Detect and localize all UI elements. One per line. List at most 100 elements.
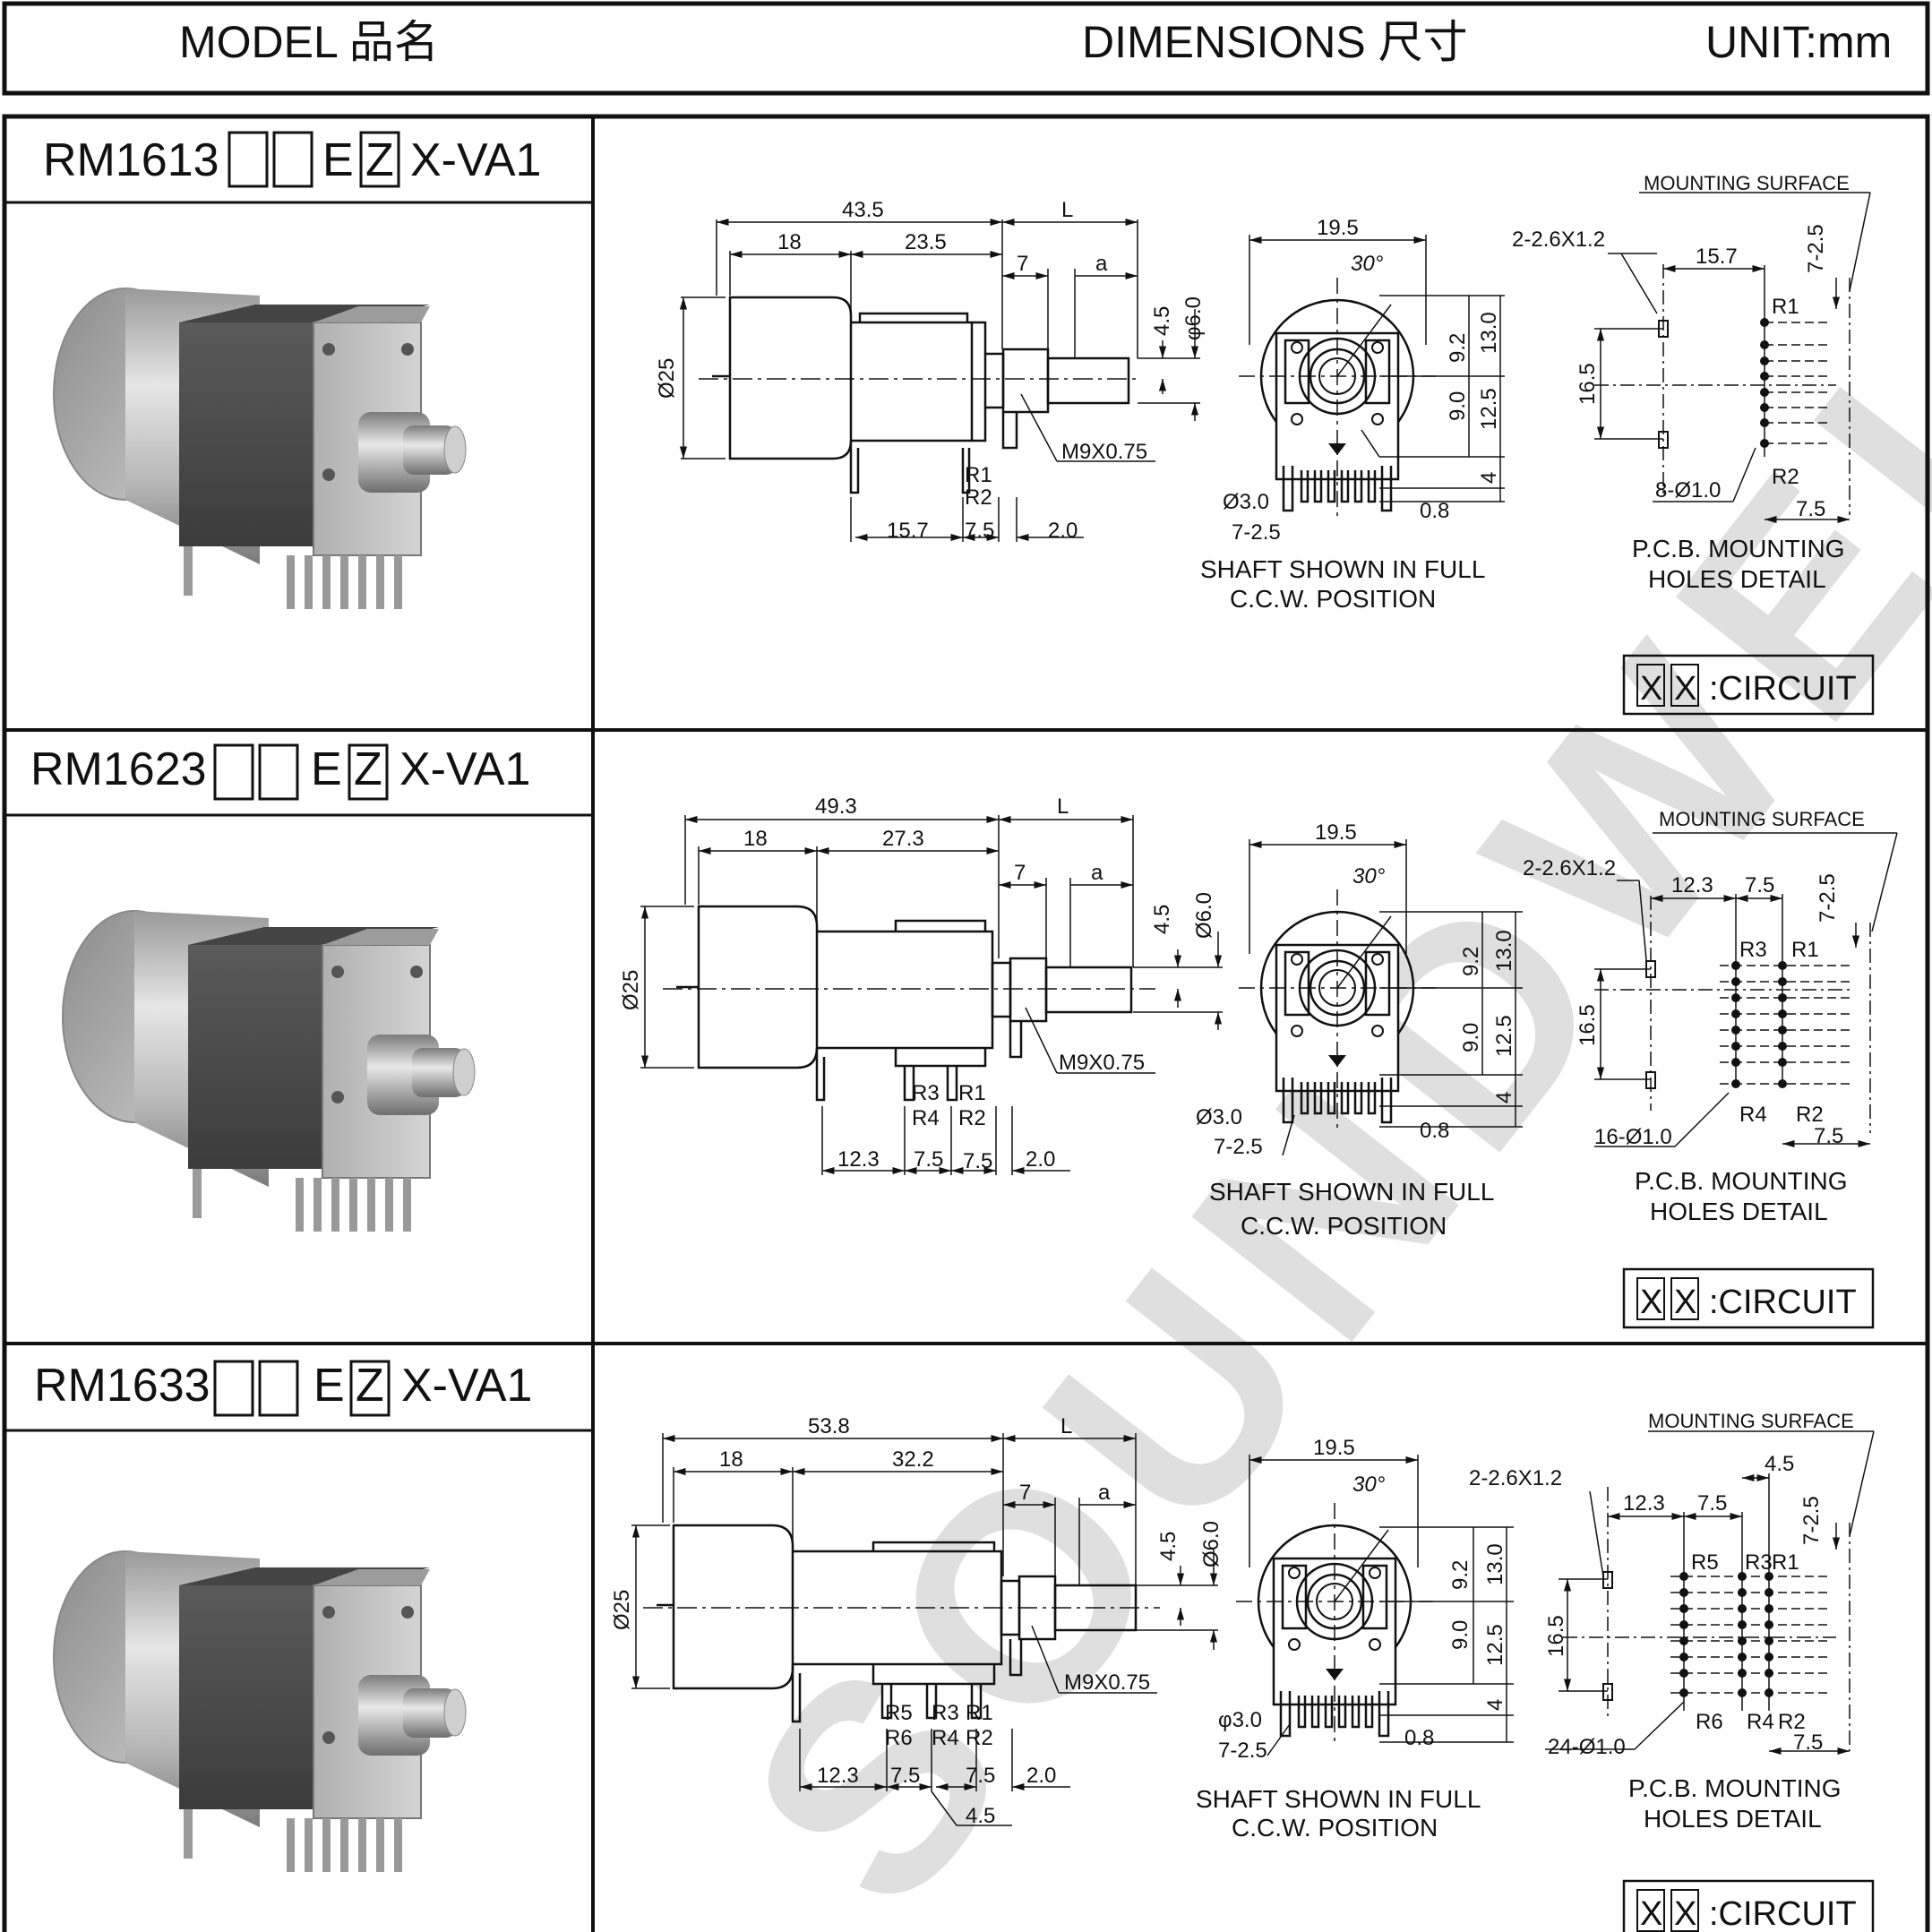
section-rm1633: RM1633 E Z X-VA1 (34, 1360, 1875, 1932)
dim-pin-end: 2.0 (1026, 1764, 1056, 1788)
model-placeholder-box (228, 131, 269, 188)
model-z-box (348, 743, 389, 801)
dim-thread: M9X0.75 (1059, 1051, 1145, 1075)
model-z-box (359, 131, 400, 188)
dim-overall: 49.3 (815, 794, 857, 819)
dim-h1: 9.2 (1448, 1560, 1473, 1590)
circuit-legend: X X :CIRCUIT (1622, 1879, 1875, 1932)
header-model-label: MODEL 品名 (179, 17, 439, 67)
dim-h4: 12.5 (1483, 1624, 1507, 1666)
dim-h4: 12.5 (1477, 388, 1501, 430)
pcb-holes: 16-Ø1.0 (1594, 1125, 1672, 1149)
pcb-top-dim: 4.5 (1765, 1452, 1794, 1476)
pcb-height: 16.5 (1576, 363, 1600, 405)
model-suffix: X-VA1 (410, 134, 541, 186)
front-caption-line1: SHAFT SHOWN IN FULL (1209, 1178, 1494, 1206)
dim-flat-depth: 4.5 (1150, 905, 1174, 934)
model-placeholder-box (272, 131, 313, 188)
dim-body: 18 (777, 230, 802, 254)
pcb-bottom-label: R4 (1747, 1710, 1774, 1734)
pcb-pitch: 7-2.5 (1799, 1496, 1824, 1545)
dim-hole: Ø3.0 (1196, 1105, 1242, 1129)
pcb-holes: 8-Ø1.0 (1655, 478, 1721, 502)
terminal-label: R2 (966, 1726, 993, 1750)
pcb-detail: MOUNTING SURFACE 4.5 2-2.6X1.2 12.3 7.5 … (1469, 1410, 1875, 1833)
circuit-box-2: X (1674, 1895, 1696, 1932)
model-placeholder-box (258, 1360, 299, 1417)
dim-shaft-dia: Ø6.0 (1199, 1521, 1224, 1567)
dim-pin-pitch: 7.5 (890, 1764, 920, 1788)
dim-angle: 30° (1352, 864, 1386, 889)
dim-front-width: 19.5 (1317, 216, 1359, 240)
pcb-spacing-2: 7.5 (1697, 1491, 1727, 1516)
terminal-label: R2 (958, 1106, 986, 1130)
dim-pitch: 7-2.5 (1214, 1135, 1263, 1159)
pcb-slots: 2-2.6X1.2 (1512, 228, 1605, 252)
pcb-mount-surface: MOUNTING SURFACE (1648, 1410, 1854, 1432)
model-boxed-letter: Z (365, 134, 394, 186)
dim-shaft-dia: φ6.0 (1181, 296, 1206, 340)
model-suffix: X-VA1 (401, 1360, 532, 1412)
dim-shaft-length: L (1061, 198, 1073, 222)
dim-pin-pitch: 7.5 (966, 1764, 995, 1788)
dim-h1: 9.2 (1459, 947, 1483, 976)
circuit-label: :CIRCUIT (1709, 1284, 1857, 1321)
pcb-top-label: R3 (1745, 1550, 1773, 1575)
model-placeholder-box (213, 1360, 254, 1417)
dim-body-dia: Ø25 (655, 358, 679, 399)
terminal-label: R3 (912, 1081, 940, 1105)
dim-bracket: 32.2 (892, 1447, 934, 1472)
circuit-legend: X X :CIRCUIT (1622, 1267, 1875, 1329)
pcb-top-label: R5 (1691, 1550, 1719, 1575)
dim-angle: 30° (1351, 252, 1384, 276)
pcb-top-label: R1 (1772, 295, 1799, 319)
pcb-col-spacing: 7.5 (1793, 1730, 1823, 1755)
side-view (676, 905, 1133, 1102)
front-caption-line2: C.C.W. POSITION (1232, 1814, 1438, 1842)
side-view (657, 1524, 1138, 1723)
dim-bush: 7 (1017, 252, 1028, 276)
dim-pin-offset: 12.3 (817, 1764, 859, 1788)
model-prefix: RM1613 (43, 134, 219, 186)
terminal-label: R4 (912, 1106, 940, 1130)
dim-thread: M9X0.75 (1061, 440, 1147, 464)
pcb-height: 16.5 (1576, 1004, 1600, 1046)
header-unit-label: UNIT:mm (1705, 17, 1892, 67)
pcb-col-spacing: 7.5 (1796, 497, 1825, 521)
model-placeholder-box (258, 743, 299, 801)
dim-h2: 13.0 (1492, 930, 1516, 972)
pcb-spacing: 12.3 (1671, 873, 1713, 897)
dim-pin: 0.8 (1420, 499, 1449, 523)
dim-shaft-length: L (1057, 794, 1069, 819)
pcb-caption-line1: P.C.B. MOUNTING (1635, 1167, 1848, 1195)
circuit-label: :CIRCUIT (1709, 670, 1857, 708)
pcb-height: 16.5 (1544, 1615, 1568, 1657)
dim-flat: a (1095, 252, 1108, 276)
model-prefix: RM1633 (34, 1360, 210, 1412)
dim-flat-depth: 4.5 (1156, 1532, 1181, 1561)
table-frame (2, 114, 1930, 1932)
header-frame (2, 1, 1930, 96)
product-photo (53, 1550, 467, 1873)
model-mid: E (311, 743, 342, 795)
pcb-caption-line1: P.C.B. MOUNTING (1628, 1774, 1842, 1802)
dim-flat: a (1091, 861, 1103, 885)
dim-overall: 53.8 (808, 1414, 850, 1438)
model-mid: E (313, 1360, 345, 1412)
dim-flat-depth: 4.5 (1150, 306, 1174, 336)
model-boxed-letter: Z (356, 1360, 384, 1412)
pcb-bottom-label: R2 (1796, 1103, 1824, 1127)
model-boxed-letter: Z (354, 743, 382, 795)
dim-h5: 4 (1483, 1699, 1507, 1711)
dim-angle: 30° (1352, 1473, 1386, 1497)
section-rm1613: RM1613 E Z X-VA1 (43, 131, 1875, 716)
model-z-box (349, 1360, 391, 1417)
dim-h3: 9.0 (1459, 1023, 1483, 1052)
pcb-bottom-label: R2 (1778, 1710, 1806, 1734)
terminal-label: R1 (958, 1081, 986, 1105)
product-photo (62, 910, 476, 1232)
front-view (1237, 276, 1438, 521)
dim-h2: 13.0 (1477, 312, 1501, 354)
